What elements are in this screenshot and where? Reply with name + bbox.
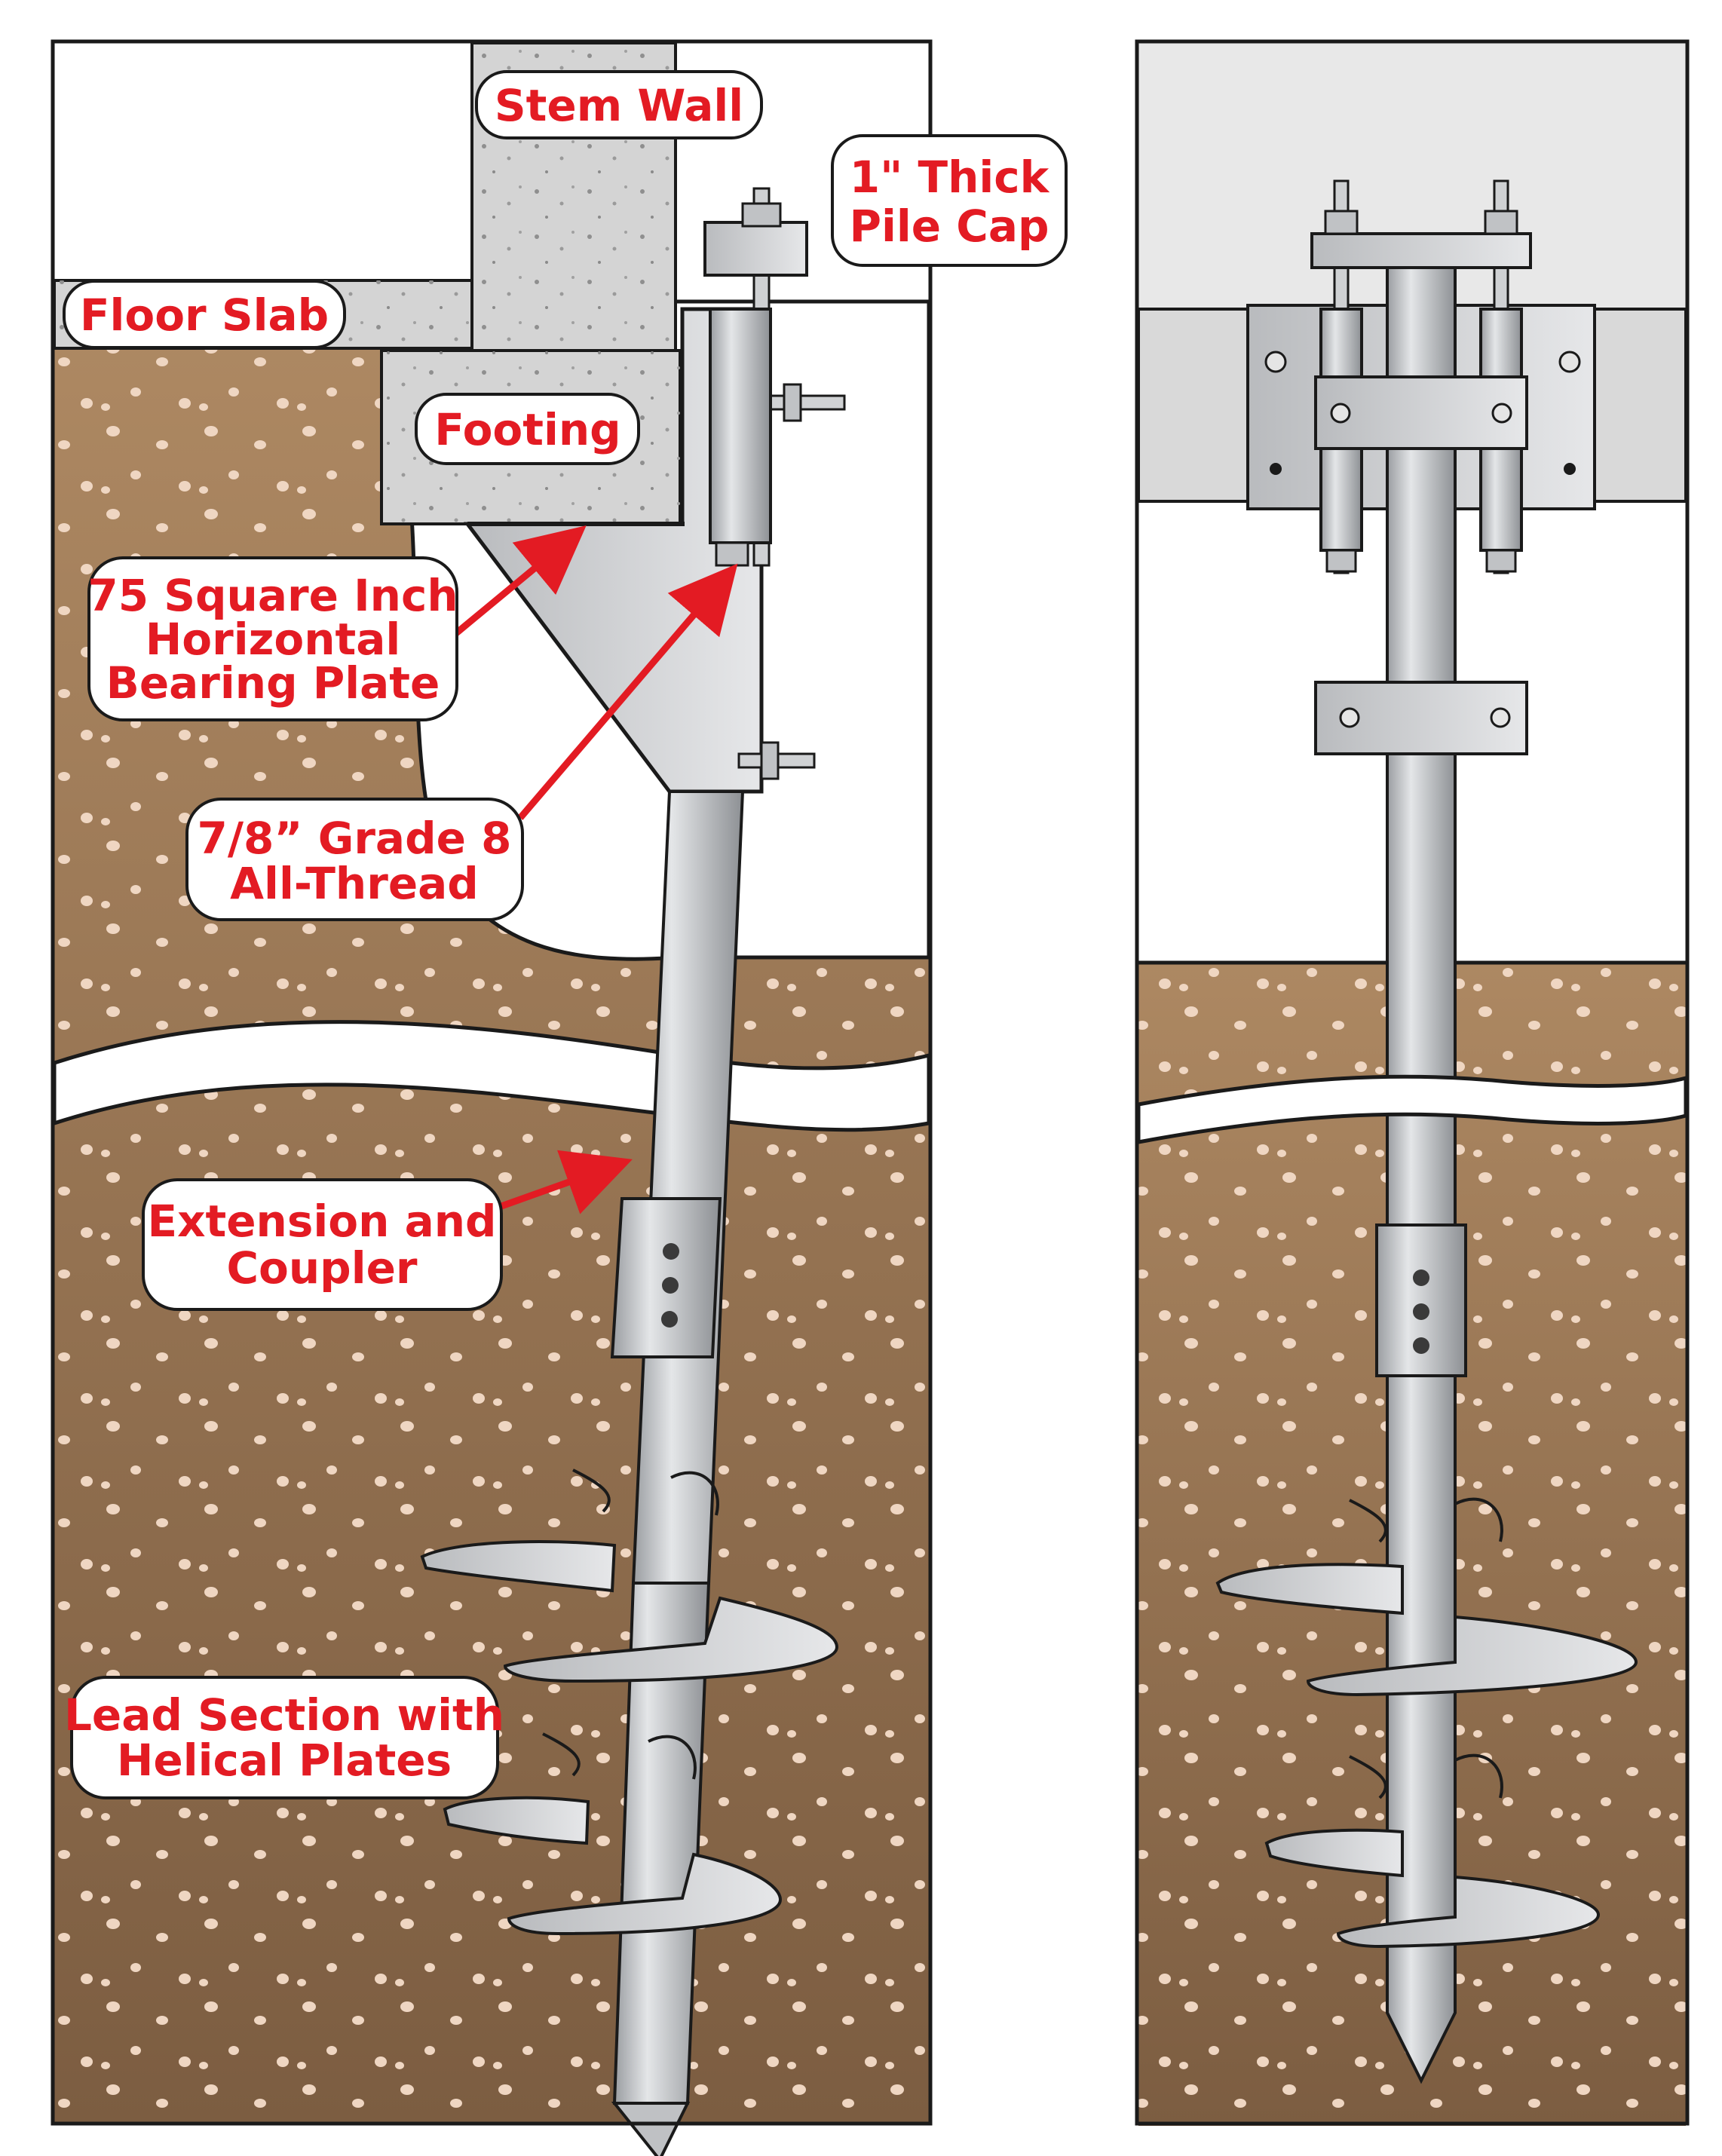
pile-cap-label-line1: 1" Thick	[850, 152, 1050, 203]
right-hole-br	[1564, 463, 1576, 475]
right-top-nut-left	[1324, 210, 1359, 235]
label-lead-section: Lead Section with Helical Plates	[64, 1676, 504, 1799]
coupler-bolt-3	[661, 1311, 678, 1328]
pile-cap-nut	[741, 202, 782, 228]
right-helical-plate-lower	[1264, 1828, 1601, 1949]
label-all-thread: 7/8” Grade 8 All-Thread	[185, 798, 524, 921]
right-panel	[1135, 39, 1690, 2126]
floor-slab-label: Floor Slab	[80, 289, 329, 341]
right-panel-border	[1135, 39, 1690, 2126]
right-nut-tl	[1264, 351, 1287, 373]
label-bearing-plate: 75 Square Inch Horizontal Bearing Plate	[87, 556, 458, 721]
right-coupler-bolt-2	[1413, 1303, 1429, 1320]
arrow-bearing-plate	[454, 525, 587, 636]
bearing-plate-label-line2: Horizontal	[146, 614, 401, 665]
right-top-nut-right	[1484, 210, 1518, 235]
lead-section-label-line2: Helical Plates	[117, 1735, 452, 1786]
left-panel-border	[51, 39, 933, 2126]
all-thread-label-line2: All-Thread	[230, 858, 479, 909]
right-shaft	[1386, 266, 1457, 2084]
right-top-cap	[1310, 232, 1532, 269]
right-coupler	[1375, 1223, 1467, 1377]
bracket-bolt-upper	[752, 383, 846, 422]
right-coupler-bolt-1	[1413, 1269, 1429, 1286]
right-hole-bl	[1270, 463, 1282, 475]
coupler-bolt-2	[662, 1277, 679, 1294]
right-helical-plate-upper	[1215, 1563, 1638, 1697]
all-thread-bottom-nut	[715, 541, 749, 567]
interior-space	[54, 43, 473, 283]
all-thread-sleeve	[709, 308, 772, 544]
pile-cap-assembly	[703, 187, 808, 567]
bearing-plate-label-line1: 75 Square Inch	[87, 570, 458, 621]
pier-shaft	[611, 790, 745, 2156]
stem-wall-label: Stem Wall	[495, 80, 743, 131]
extension-coupler	[610, 1197, 722, 1358]
left-panel	[51, 39, 933, 2156]
right-rod-nut-right	[1485, 549, 1517, 573]
right-shaft-break-marks	[1349, 1497, 1503, 1799]
right-coupler-bolt-3	[1413, 1337, 1429, 1354]
right-upper-clamp-nut-left	[1330, 403, 1351, 424]
arrow-all-thread	[517, 563, 738, 820]
label-footing: Footing	[415, 393, 640, 465]
callout-arrows	[454, 525, 738, 1214]
extension-label-line1: Extension and	[147, 1196, 496, 1247]
right-nut-tr	[1558, 351, 1581, 373]
arrow-extension	[500, 1150, 633, 1214]
label-stem-wall: Stem Wall	[475, 70, 763, 139]
pile-cap-label-line2: Pile Cap	[849, 201, 1049, 252]
right-rod-nut-left	[1325, 549, 1357, 573]
bracket-bolt-lower	[737, 741, 816, 780]
label-pile-cap: 1" Thick Pile Cap	[831, 134, 1068, 267]
right-lower-clamp-nut-left	[1339, 707, 1360, 728]
lead-section-label-line1: Lead Section with	[64, 1689, 504, 1741]
shaft-break-marks	[542, 1468, 719, 1780]
right-upper-clamp	[1314, 375, 1528, 450]
footing-label: Footing	[434, 404, 620, 455]
helical-plate-upper	[420, 1540, 839, 1683]
pile-cap-plate	[703, 221, 808, 277]
all-thread-label-line1: 7/8” Grade 8	[198, 813, 512, 864]
right-upper-clamp-nut-right	[1491, 403, 1512, 424]
label-extension: Extension and Coupler	[142, 1178, 503, 1311]
right-lower-clamp-nut-right	[1490, 707, 1511, 728]
coupler-bolt-1	[663, 1243, 679, 1260]
extension-label-line2: Coupler	[226, 1242, 417, 1294]
bearing-plate-label-line3: Bearing Plate	[106, 657, 440, 709]
label-floor-slab: Floor Slab	[63, 280, 346, 349]
helical-plate-lower	[443, 1796, 783, 1936]
